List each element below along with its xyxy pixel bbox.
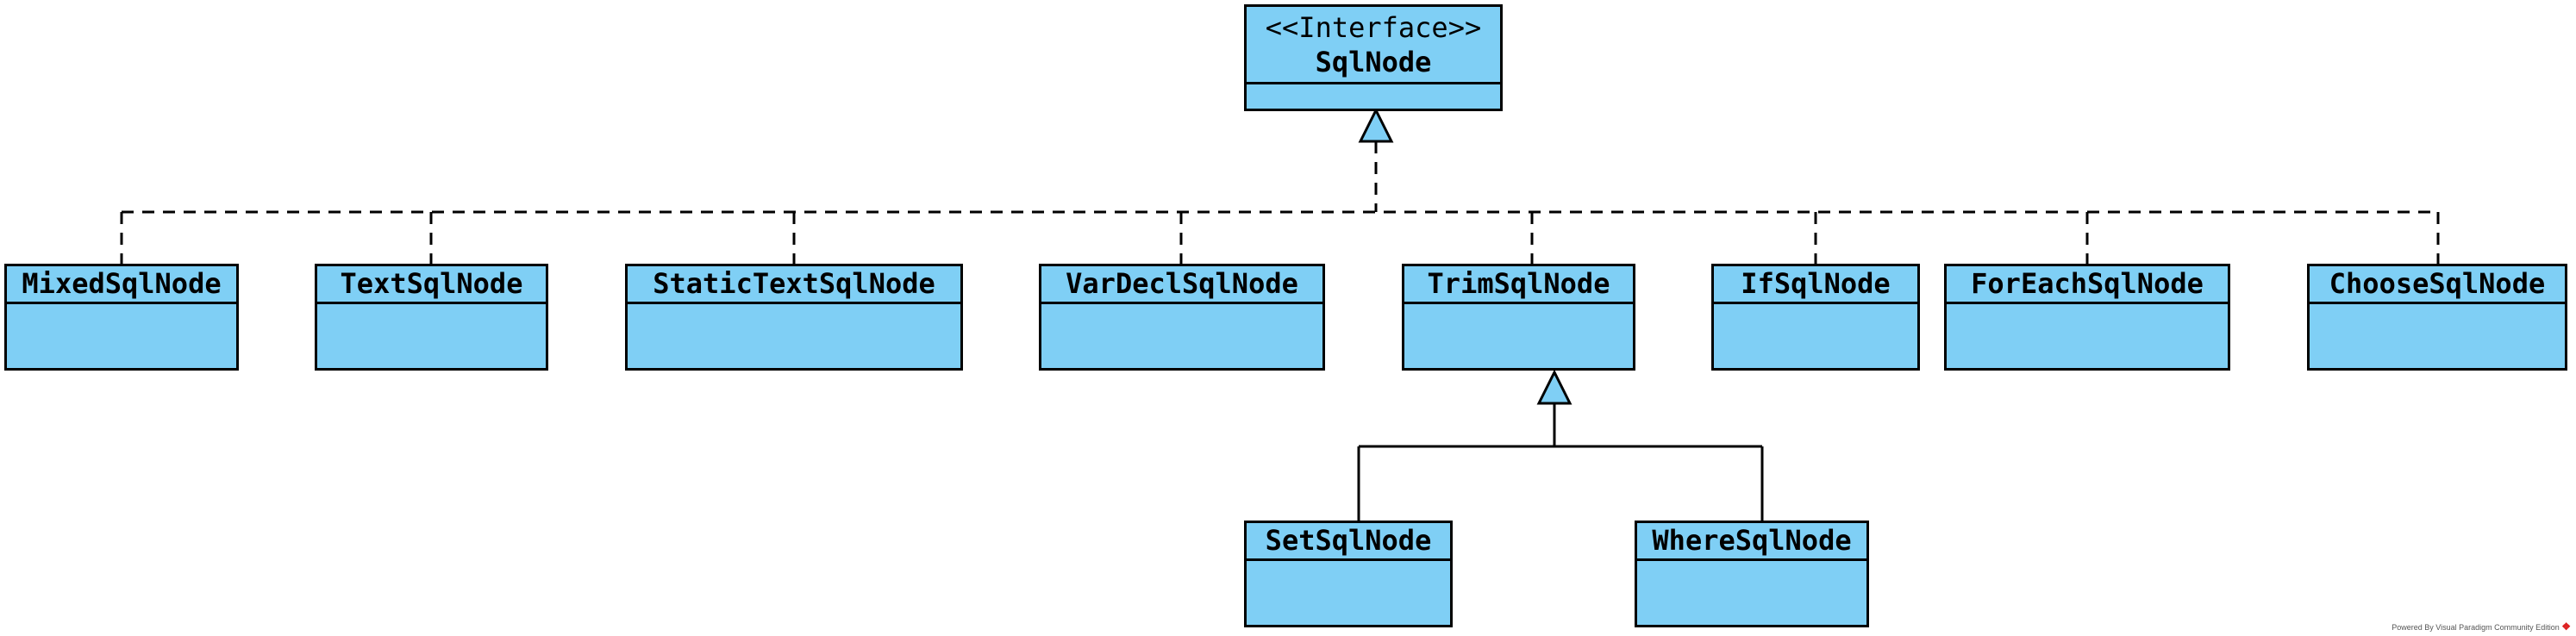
realization-lines (120, 141, 2440, 264)
interface-sqlnode[interactable]: <<Interface>> SqlNode (1244, 4, 1503, 111)
class-choosesqlnode[interactable]: ChooseSqlNode (2307, 264, 2567, 371)
class-name: ChooseSqlNode (2310, 266, 2565, 304)
watermark-text: Powered By Visual Paradigm Community Edi… (2392, 623, 2560, 632)
class-statictextsqlnode[interactable]: StaticTextSqlNode (625, 264, 963, 371)
class-ifsqlnode[interactable]: IfSqlNode (1711, 264, 1920, 371)
class-name: StaticTextSqlNode (628, 266, 960, 304)
generalization-arrowhead (1536, 369, 1572, 405)
class-mixedsqlnode[interactable]: MixedSqlNode (4, 264, 239, 371)
class-name: TrimSqlNode (1404, 266, 1633, 304)
class-name: WhereSqlNode (1637, 523, 1866, 561)
class-vardeclsqlnode[interactable]: VarDeclSqlNode (1039, 264, 1325, 371)
powered-by-watermark: Powered By Visual Paradigm Community Edi… (2392, 620, 2571, 633)
class-name: VarDeclSqlNode (1041, 266, 1322, 304)
class-name: IfSqlNode (1714, 266, 1917, 304)
interface-name: SqlNode (1315, 46, 1432, 78)
class-name: TextSqlNode (317, 266, 546, 304)
visual-paradigm-logo-icon: ❖ (2561, 620, 2571, 633)
class-setsqlnode[interactable]: SetSqlNode (1244, 521, 1453, 627)
class-textsqlnode[interactable]: TextSqlNode (315, 264, 548, 371)
class-name: MixedSqlNode (7, 266, 236, 304)
interface-stereotype: <<Interface>> (1265, 11, 1482, 44)
class-trimsqlnode[interactable]: TrimSqlNode (1402, 264, 1635, 371)
class-foreachsqlnode[interactable]: ForEachSqlNode (1944, 264, 2230, 371)
class-name: ForEachSqlNode (1947, 266, 2228, 304)
realization-arrowhead (1358, 107, 1394, 143)
interface-header: <<Interface>> SqlNode (1247, 7, 1500, 84)
generalization-lines (1357, 403, 1764, 521)
class-name: SetSqlNode (1247, 523, 1450, 561)
class-wheresqlnode[interactable]: WhereSqlNode (1635, 521, 1869, 627)
